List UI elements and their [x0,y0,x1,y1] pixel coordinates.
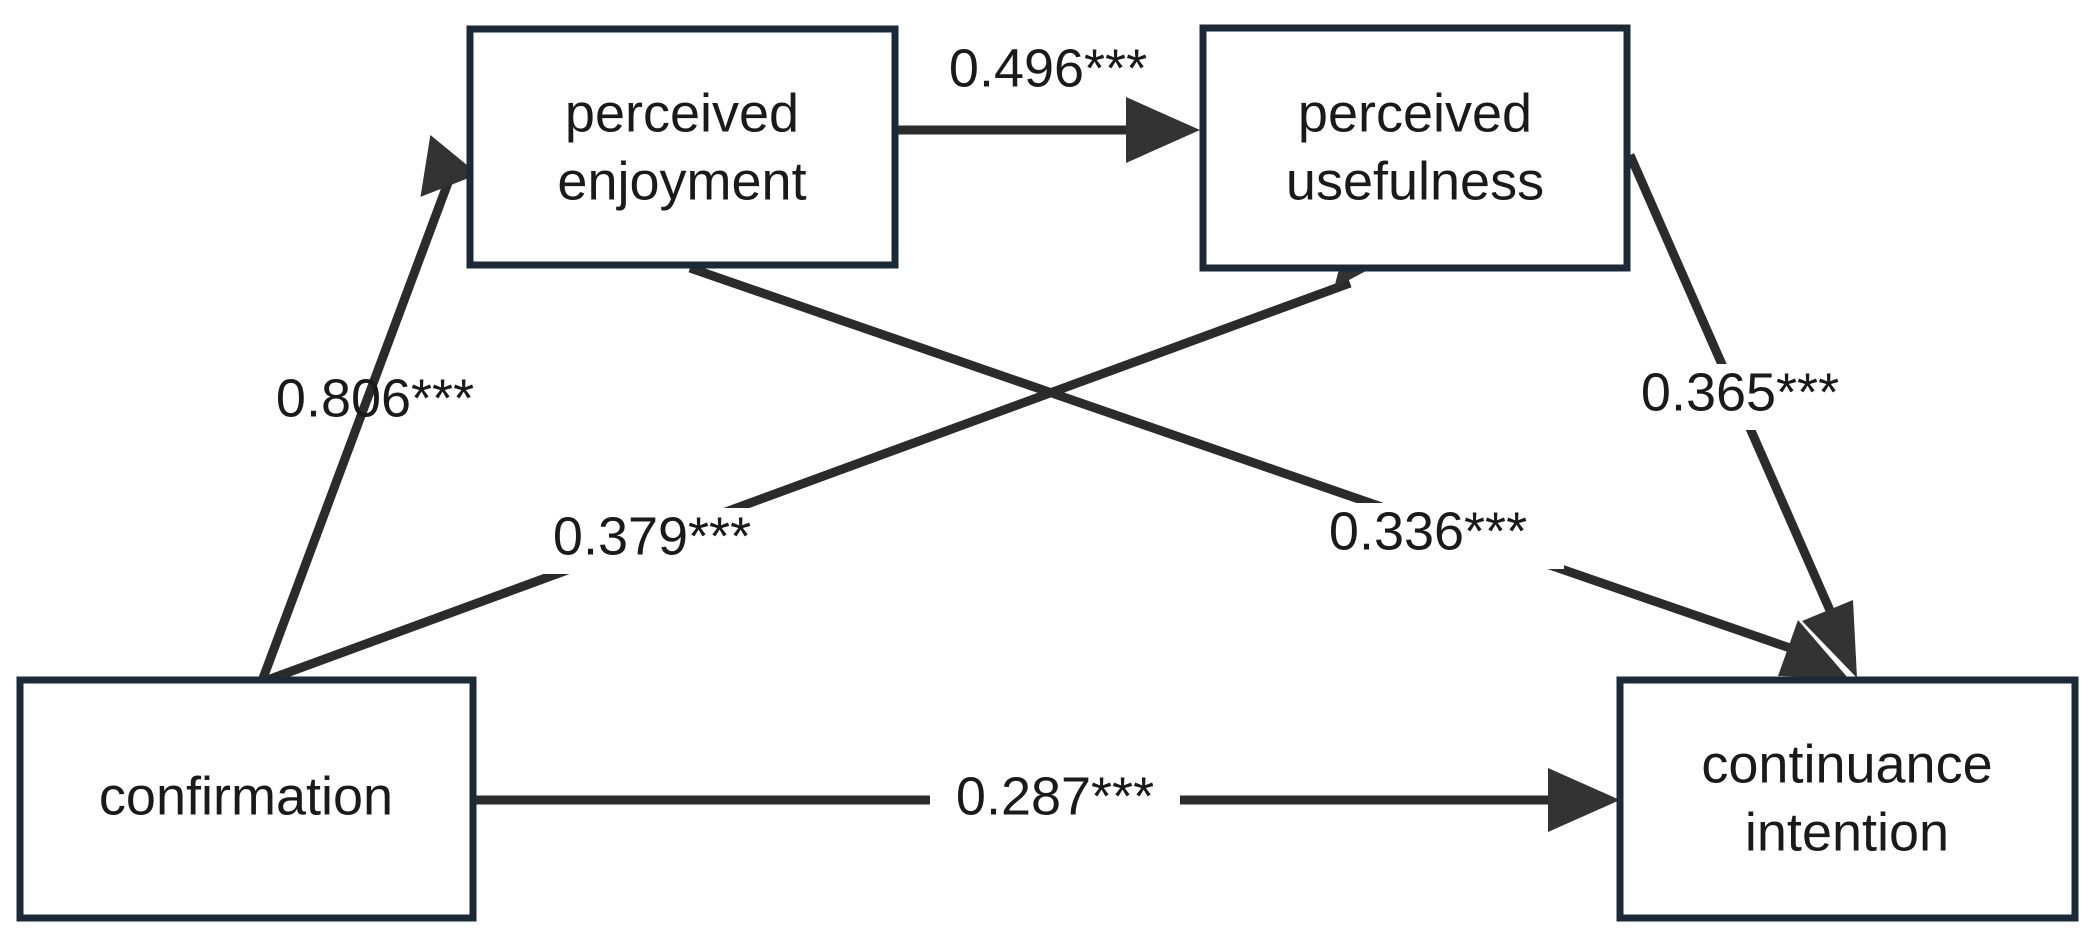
arrowhead-pu-ci [1802,600,1857,678]
node-perceived-enjoyment[interactable]: perceived enjoyment [466,25,899,269]
coef-text-0806: 0.806*** [276,368,474,428]
edge-confirmation-to-continuance-intention [473,768,1620,832]
node-box-continuance-intention[interactable] [1616,676,2079,922]
edge-perceived-enjoyment-to-perceived-usefulness [895,97,1200,163]
node-label-confirmation-line1: confirmation [99,766,393,826]
arrowhead-conf-ci [1548,768,1620,832]
node-confirmation[interactable]: confirmation [16,676,477,922]
coef-label-pe-to-pu: 0.496*** [949,38,1147,98]
node-label-perceived-usefulness-line2: usefulness [1286,151,1544,211]
edge-line-pe-ci [688,263,1792,653]
coef-label-conf-to-pe: 0.806*** [276,368,474,428]
arrowhead-pe-ci [1778,620,1848,678]
coef-text-0379: 0.379*** [553,506,751,566]
coef-text-0287: 0.287*** [956,766,1154,826]
coef-label-pu-to-ci: 0.365*** [1606,362,1876,430]
edge-perceived-enjoyment-to-continuance-intention [688,263,1848,678]
coef-backdrop-0336 [1294,503,1564,569]
node-box-confirmation[interactable] [16,676,477,922]
coef-backdrop-0379 [518,508,788,574]
arrowhead-conf-pe [420,134,479,197]
coef-backdrop-0365 [1606,364,1876,430]
coef-text-0365: 0.365*** [1641,362,1839,422]
node-label-perceived-usefulness-line1: perceived [1298,83,1532,143]
edge-confirmation-to-perceived-usefulness [260,243,1400,687]
arrowhead-pe-pu [1126,97,1200,163]
edge-confirmation-to-perceived-enjoyment [257,134,479,683]
node-box-perceived-usefulness[interactable] [1199,24,1631,272]
edge-line-conf-pe [257,178,454,683]
coef-text-0496: 0.496*** [949,38,1147,98]
coef-label-conf-to-ci: 0.287*** [956,766,1154,826]
node-label-perceived-enjoyment-line2: enjoyment [557,151,806,211]
node-label-continuance-intention-line1: continuance [1701,734,1992,794]
node-label-perceived-enjoyment-line1: perceived [565,83,799,143]
coef-label-pe-to-ci: 0.336*** [1294,501,1564,569]
edge-line-conf-pu [260,278,1352,687]
node-continuance-intention[interactable]: continuance intention [1616,676,2079,922]
coef-text-0336: 0.336*** [1329,501,1527,561]
node-label-continuance-intention-line2: intention [1745,802,1949,862]
node-box-perceived-enjoyment[interactable] [466,25,899,269]
coef-label-conf-to-pu: 0.379*** [518,506,788,574]
node-perceived-usefulness[interactable]: perceived usefulness [1199,24,1631,272]
